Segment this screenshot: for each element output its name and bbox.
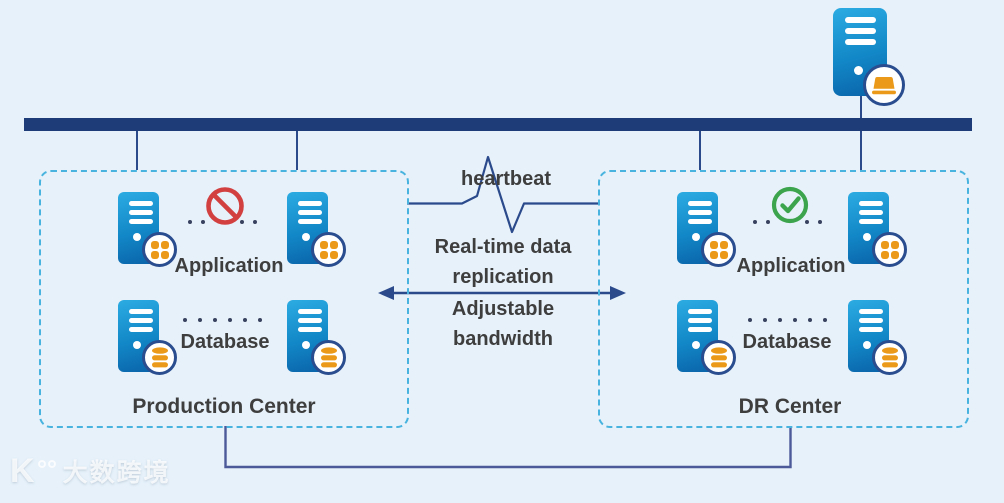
bottom-link-line (224, 426, 792, 469)
server-led (692, 233, 700, 241)
dr-db-server-1-icon (677, 300, 736, 375)
laptop-icon (863, 64, 905, 106)
watermark-logo-icon: K (10, 452, 35, 490)
cluster-dots (805, 220, 822, 224)
replication-label: Real-time data replication (434, 236, 572, 288)
production-center-box (39, 170, 409, 428)
arrowhead-left (378, 286, 394, 300)
cluster-dots (753, 220, 770, 224)
server-vents (859, 201, 883, 224)
bandwidth-label: Adjustable bandwidth (451, 298, 555, 350)
management-server-icon (833, 8, 905, 106)
application-icon (872, 232, 907, 267)
heartbeat-label: heartbeat (460, 168, 552, 190)
server-led (863, 341, 871, 349)
watermark-text: 大数跨境 (62, 459, 171, 487)
dr-center-title: DR Center (738, 395, 842, 418)
server-led (133, 341, 141, 349)
prod-db-server-1-icon (118, 300, 177, 375)
server-vents (688, 309, 712, 332)
cluster-dots (240, 220, 257, 224)
watermark: K 大数跨境 (10, 453, 171, 489)
server-vents (298, 201, 322, 224)
prod-app-server-1-icon (118, 192, 177, 267)
check-icon (771, 186, 809, 224)
server-led (302, 341, 310, 349)
heartbeat-line (407, 155, 599, 234)
blocked-icon (206, 187, 244, 225)
dr-app-server-1-icon (677, 192, 736, 267)
dr-db-server-2-icon (848, 300, 907, 375)
server-led (863, 233, 871, 241)
cluster-dots (748, 318, 827, 322)
arrowhead-right (610, 286, 626, 300)
cluster-dots (188, 220, 205, 224)
server-vents (129, 201, 153, 224)
server-vents (298, 309, 322, 332)
application-icon (311, 232, 346, 267)
server-vents (129, 309, 153, 332)
database-icon (142, 340, 177, 375)
prod-database-label: Database (180, 331, 270, 353)
server-vents (859, 309, 883, 332)
prod-db-server-2-icon (287, 300, 346, 375)
production-center-title: Production Center (132, 395, 316, 418)
application-icon (701, 232, 736, 267)
watermark-logo-rings-icon (37, 460, 56, 468)
database-icon (701, 340, 736, 375)
dr-app-server-2-icon (848, 192, 907, 267)
database-icon (872, 340, 907, 375)
dr-application-label: Application (736, 255, 846, 277)
server-vents (688, 201, 712, 224)
server-led (133, 233, 141, 241)
server-led (302, 233, 310, 241)
server-led (854, 66, 863, 75)
database-icon (311, 340, 346, 375)
cluster-dots (183, 318, 262, 322)
server-led (692, 341, 700, 349)
server-vents (845, 17, 876, 45)
prod-app-server-2-icon (287, 192, 346, 267)
dr-center-box (598, 170, 969, 428)
dr-database-label: Database (742, 331, 832, 353)
network-backbone-bar (24, 118, 972, 131)
application-icon (142, 232, 177, 267)
prod-application-label: Application (174, 255, 284, 277)
